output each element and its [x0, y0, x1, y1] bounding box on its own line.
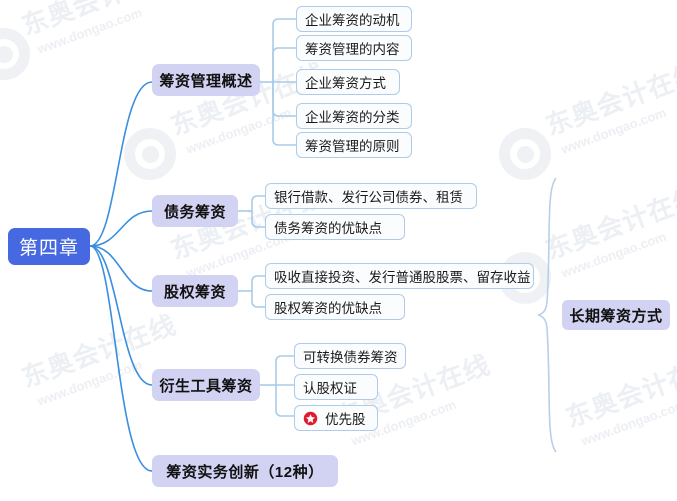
branch-node-4-label: 衍生工具筹资 [159, 377, 253, 395]
leaf-node-1-5[interactable]: 筹资管理的原则 [296, 132, 412, 158]
link-branch-3-leaf-2 [251, 291, 265, 308]
link-root-to-branch-1 [89, 81, 153, 247]
link-branch-1-leaf-5 [272, 82, 296, 146]
branch-node-3-label: 股权筹资 [163, 283, 226, 301]
leaf-node-1-2[interactable]: 筹资管理的内容 [296, 35, 412, 61]
leaf-node-1-4[interactable]: 企业筹资的分类 [296, 103, 412, 129]
leaf-node-4-3-label: 优先股 [325, 412, 366, 427]
grouping-bracket-label-text: 长期筹资方式 [569, 307, 663, 325]
leaf-node-4-2[interactable]: 认股权证 [294, 374, 378, 400]
link-root-to-branch-2 [89, 210, 153, 247]
leaf-node-1-3[interactable]: 企业筹资方式 [296, 69, 400, 95]
leaf-node-3-2-label: 股权筹资的优缺点 [274, 301, 382, 316]
grouping-brace [537, 177, 557, 453]
leaf-node-4-2-label: 认股权证 [303, 381, 357, 396]
branch-node-3[interactable]: 股权筹资 [152, 275, 238, 307]
leaf-node-1-1[interactable]: 企业筹资的动机 [296, 6, 412, 32]
link-branch-1-leaf-4 [272, 82, 296, 117]
link-root-to-branch-3 [89, 245, 153, 292]
link-branch-2-leaf-1 [251, 195, 265, 211]
branch-node-5[interactable]: 筹资实务创新（12种） [152, 455, 338, 487]
red-star-badge-icon [303, 411, 318, 426]
leaf-node-2-1-label: 银行借款、发行公司债券、租赁 [274, 190, 463, 205]
link-branch-2-leaf-2 [251, 211, 265, 228]
leaf-node-3-2[interactable]: 股权筹资的优缺点 [265, 294, 405, 320]
leaf-node-1-2-label: 筹资管理的内容 [305, 42, 400, 57]
leaf-node-1-3-label: 企业筹资方式 [305, 76, 386, 91]
leaf-node-1-5-label: 筹资管理的原则 [305, 139, 400, 154]
leaf-node-2-1[interactable]: 银行借款、发行公司债券、租赁 [265, 183, 477, 209]
leaf-node-3-1-label: 吸收直接投资、发行普通股股票、留存收益 [274, 270, 531, 285]
leaf-node-2-2[interactable]: 债务筹资的优缺点 [265, 214, 405, 240]
branch-node-2[interactable]: 债务筹资 [152, 195, 238, 227]
link-root-to-branch-5 [89, 245, 153, 472]
link-branch-4-leaf-1 [275, 355, 294, 385]
link-branch-4-leaf-3 [275, 385, 294, 417]
branch-node-2-label: 债务筹资 [163, 203, 226, 221]
branch-node-1[interactable]: 筹资管理概述 [152, 64, 260, 96]
leaf-node-4-1[interactable]: 可转换债券筹资 [294, 343, 406, 369]
root-node[interactable]: 第四章 [8, 228, 90, 265]
link-branch-3-leaf-1 [251, 275, 265, 291]
link-branch-1-leaf-1 [272, 18, 296, 82]
leaf-node-1-4-label: 企业筹资的分类 [305, 110, 400, 125]
leaf-node-3-1[interactable]: 吸收直接投资、发行普通股股票、留存收益 [265, 263, 534, 289]
branch-node-5-label: 筹资实务创新（12种） [166, 463, 324, 481]
link-branch-1-leaf-2 [272, 47, 296, 82]
root-node-label: 第四章 [18, 238, 79, 259]
grouping-bracket-label[interactable]: 长期筹资方式 [562, 300, 670, 330]
leaf-node-4-1-label: 可转换债券筹资 [303, 350, 398, 365]
leaf-node-4-3[interactable]: 优先股 [294, 405, 378, 431]
leaf-node-1-1-label: 企业筹资的动机 [305, 13, 400, 28]
link-root-to-branch-4 [89, 245, 153, 386]
leaf-node-2-2-label: 债务筹资的优缺点 [274, 221, 382, 236]
branch-node-4[interactable]: 衍生工具筹资 [152, 369, 260, 401]
branch-node-1-label: 筹资管理概述 [159, 72, 253, 90]
